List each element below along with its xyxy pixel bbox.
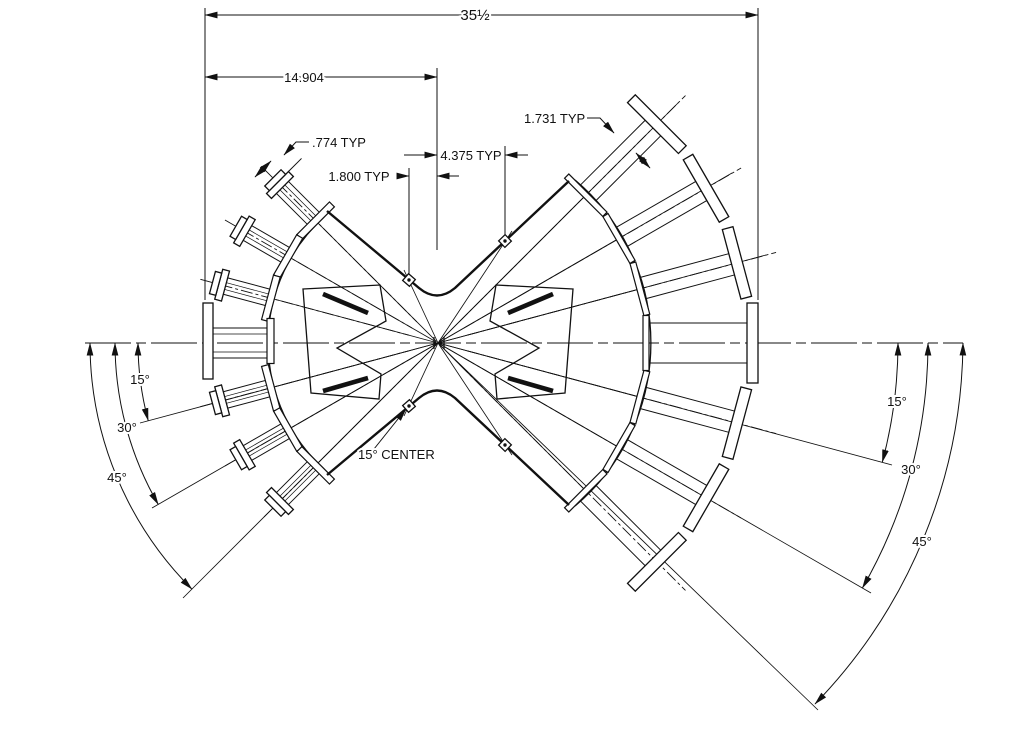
port-right-up-15 [439, 225, 777, 343]
angle-dimension-arcs [86, 342, 967, 705]
dim-port-spacing: 1.731 TYP [524, 111, 585, 126]
linear-dimensions [204, 11, 759, 180]
dim-overall-width: 35½ [460, 7, 490, 24]
angle-label-left-45: 45° [107, 470, 127, 485]
leaders [254, 117, 651, 450]
port-left-up-45 [263, 158, 437, 342]
center-port-markers [401, 233, 513, 453]
port-right-horizontal [642, 302, 759, 384]
left-bowtie-baffle [302, 284, 387, 400]
port-left-up-30 [224, 215, 437, 343]
port-left-horizontal [202, 302, 275, 380]
dim-marker-offset-left: 1.800 TYP [328, 169, 389, 184]
right-bowtie-baffle [489, 284, 574, 400]
angle-label-left-15: 15° [130, 372, 150, 387]
dim-marker-offset-right: 4.375 TYP [440, 148, 501, 163]
angle-label-left-30: 30° [117, 420, 137, 435]
dim-port-bore: .774 TYP [312, 135, 366, 150]
angle-label-right-30: 30° [901, 462, 921, 477]
body-top-wall [326, 180, 570, 297]
port-right-down-45 [439, 344, 688, 593]
body-bottom-wall [326, 389, 570, 506]
angle-label-right-15: 15° [887, 394, 907, 409]
rays [139, 102, 893, 711]
port-right-down-15 [439, 343, 777, 461]
port-right-up-30 [439, 153, 742, 343]
port-right-up-45 [439, 93, 688, 342]
port-left-up-15 [200, 268, 437, 343]
port-left-down-15 [200, 343, 437, 418]
port-right-down-30 [439, 343, 742, 533]
note-center-ports: 15° CENTER [358, 447, 435, 462]
dim-center-axis-offset: 14.904 [284, 70, 324, 85]
center-stub [433, 337, 445, 349]
angle-label-right-45: 45° [912, 534, 932, 549]
extension-lines [204, 8, 759, 300]
